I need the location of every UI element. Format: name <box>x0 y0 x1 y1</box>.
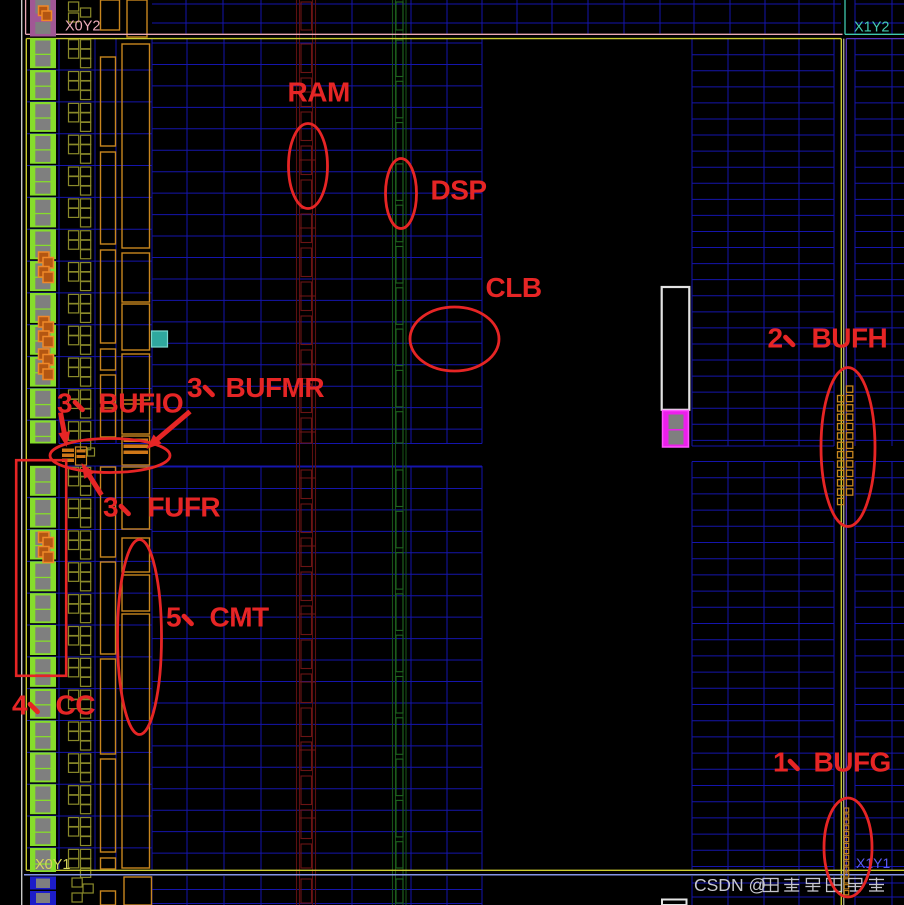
svg-text:3: 3 <box>103 492 118 523</box>
svg-text:CMT: CMT <box>210 602 270 633</box>
svg-text:DSP: DSP <box>431 175 487 206</box>
svg-text:2: 2 <box>768 323 783 354</box>
svg-text:X0Y1: X0Y1 <box>35 857 70 873</box>
svg-text:FUFR: FUFR <box>148 492 221 523</box>
svg-text:RAM: RAM <box>288 77 350 108</box>
svg-text:BUFMR: BUFMR <box>226 372 325 403</box>
svg-text:X1Y2: X1Y2 <box>854 20 889 36</box>
svg-text:CLB: CLB <box>486 272 542 303</box>
svg-text:1: 1 <box>773 747 788 778</box>
svg-text:BUFIO: BUFIO <box>99 388 184 419</box>
svg-text:CC: CC <box>56 690 96 721</box>
svg-text:BUFG: BUFG <box>814 747 891 778</box>
svg-text:4: 4 <box>12 690 28 721</box>
svg-text:3: 3 <box>57 388 72 419</box>
svg-text:X1Y1: X1Y1 <box>856 855 890 871</box>
svg-text:3: 3 <box>187 372 202 403</box>
svg-text:BUFH: BUFH <box>812 323 888 354</box>
svg-text:5: 5 <box>166 602 181 633</box>
svg-text:X0Y2: X0Y2 <box>65 19 100 35</box>
svg-text:CSDN @: CSDN @ <box>694 875 766 895</box>
